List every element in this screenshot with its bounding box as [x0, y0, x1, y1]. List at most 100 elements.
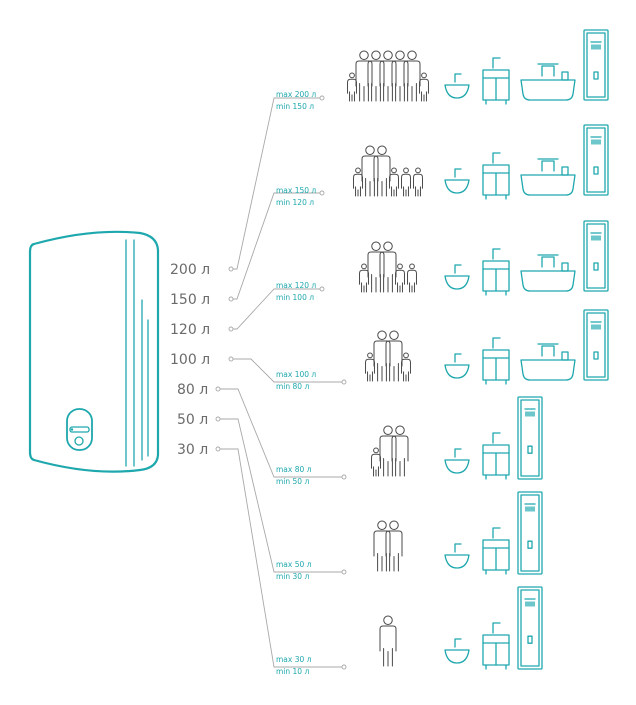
fixture-icons [444, 29, 609, 670]
volume-label-50: 50 л [177, 412, 208, 428]
range-max-100: max 100 л [276, 370, 316, 379]
sink-icon [444, 448, 470, 474]
connector-end-dot [319, 95, 325, 101]
adult-icon [355, 50, 373, 102]
sink-icon [444, 638, 470, 664]
range-min-30: min 30 л [276, 572, 309, 581]
family-group [365, 330, 411, 382]
vanity-icon [482, 337, 510, 385]
volume-label-150: 150 л [170, 292, 210, 308]
child-icon [371, 447, 381, 477]
connector-end-dot [341, 474, 347, 480]
vanity-icon [482, 152, 510, 200]
connector-line [231, 192, 322, 300]
bathtub-icon [520, 63, 576, 101]
range-max-30: max 30 л [276, 655, 312, 664]
adult-icon [379, 615, 397, 667]
volume-label-100: 100 л [170, 352, 210, 368]
adult-icon [367, 50, 385, 102]
bathtub-icon [520, 158, 576, 196]
volume-label-30: 30 л [177, 442, 208, 458]
range-min-80: min 80 л [276, 382, 309, 391]
connector-lines [215, 95, 347, 670]
vanity-icon [482, 248, 510, 296]
sink-icon [444, 543, 470, 569]
volume-label-200: 200 л [170, 262, 210, 278]
range-max-150: max 150 л [276, 186, 316, 195]
control-panel-icon [66, 408, 93, 451]
connector-line [218, 388, 344, 478]
adult-icon [385, 520, 403, 572]
range-max-120: max 120 л [276, 281, 316, 290]
connector-end-dot [319, 190, 325, 196]
range-max-200: max 200 л [276, 90, 316, 99]
child-icon [389, 167, 399, 197]
bathtub-icon [520, 254, 576, 292]
range-min-100: min 100 л [276, 293, 314, 302]
connector-start-dot [215, 446, 221, 452]
connector-start-dot [228, 356, 234, 362]
connector-start-dot [215, 386, 221, 392]
range-labels: max 200 л min 150 л max 150 л min 120 л … [276, 90, 316, 676]
connector-line [231, 358, 344, 383]
connector-line [231, 288, 322, 330]
child-icon [401, 352, 411, 382]
connector-line [218, 448, 344, 668]
range-min-50: min 50 л [276, 477, 309, 486]
connector-start-dot [228, 266, 234, 272]
family-group [371, 425, 409, 477]
bathtub-icon [520, 343, 576, 381]
family-icons [347, 50, 429, 667]
sink-icon [444, 264, 470, 290]
child-icon [407, 263, 417, 293]
connector-line [231, 97, 322, 270]
adult-icon [367, 241, 385, 293]
vanity-icon [482, 622, 510, 670]
connector-end-dot [341, 664, 347, 670]
sink-icon [444, 168, 470, 194]
connector-end-dot [341, 379, 347, 385]
family-group [379, 615, 397, 667]
shower-cabin-icon [517, 586, 543, 670]
child-icon [359, 263, 369, 293]
child-icon [365, 352, 375, 382]
water-heater-illustration [28, 230, 160, 473]
range-min-150: min 150 л [276, 102, 314, 111]
child-icon [413, 167, 423, 197]
adult-icon [391, 425, 409, 477]
adult-icon [373, 520, 391, 572]
child-icon [401, 167, 411, 197]
volume-labels: 200 л 150 л 120 л 100 л 80 л 50 л 30 л [170, 262, 210, 458]
adult-icon [379, 425, 397, 477]
adult-icon [379, 241, 397, 293]
child-icon [395, 263, 405, 293]
child-icon [353, 167, 363, 197]
family-group [347, 50, 429, 102]
adult-icon [361, 145, 379, 197]
volume-label-120: 120 л [170, 322, 210, 338]
shower-cabin-icon [517, 491, 543, 575]
family-group [353, 145, 423, 197]
sink-icon [444, 353, 470, 379]
connector-line [218, 418, 344, 573]
shower-cabin-icon [517, 396, 543, 480]
child-icon [419, 72, 429, 102]
shower-cabin-icon [583, 220, 609, 292]
adult-icon [391, 50, 409, 102]
family-group [359, 241, 417, 293]
shower-cabin-icon [583, 309, 609, 381]
range-min-120: min 120 л [276, 198, 314, 207]
adult-icon [373, 330, 391, 382]
adult-icon [379, 50, 397, 102]
connector-start-dot [228, 326, 234, 332]
connector-start-dot [228, 296, 234, 302]
range-min-10: min 10 л [276, 667, 309, 676]
vanity-icon [482, 527, 510, 575]
range-max-80: max 80 л [276, 465, 312, 474]
vanity-icon [482, 432, 510, 480]
connector-end-dot [341, 569, 347, 575]
shower-cabin-icon [583, 124, 609, 196]
vanity-icon [482, 57, 510, 105]
family-group [373, 520, 403, 572]
adult-icon [403, 50, 421, 102]
